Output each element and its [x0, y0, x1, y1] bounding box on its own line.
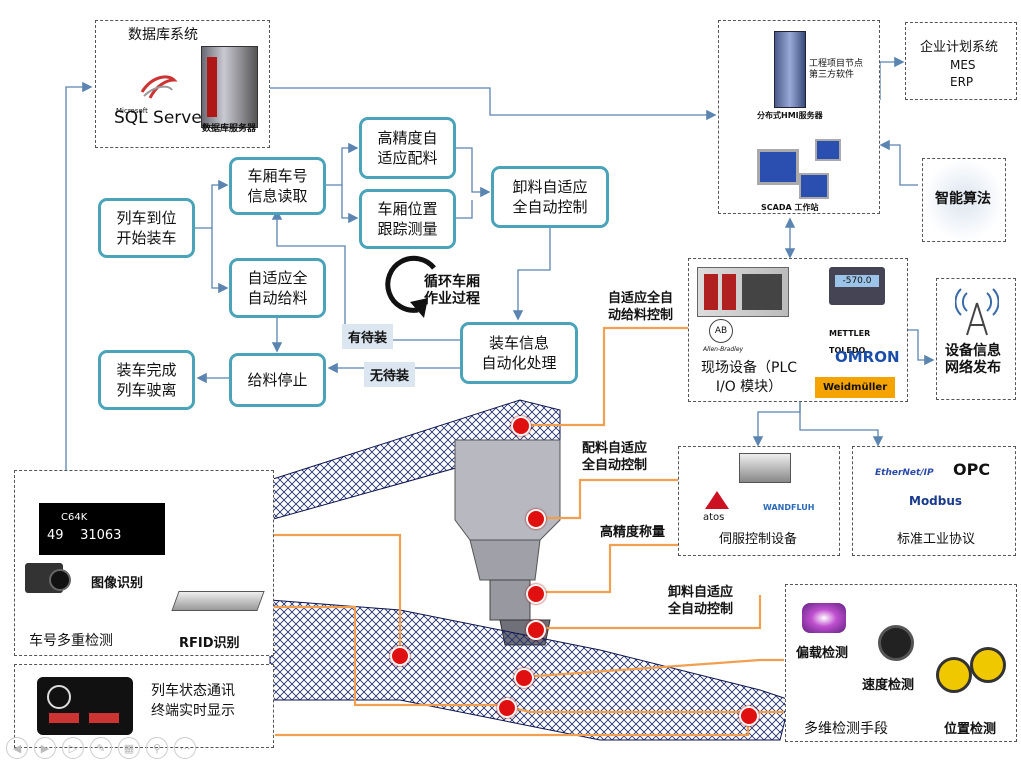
sql-server-logo-icon	[140, 75, 178, 99]
eccentric-point-marker	[514, 668, 534, 688]
pending-tag: 有待装	[342, 324, 394, 349]
weidmuller-label: Weidmüller	[815, 377, 896, 398]
callout-auto-feed: 自适应全自 动给料控制	[608, 291, 674, 323]
position-sensor-2-icon	[970, 647, 1006, 683]
plate-number-text: 49 31063	[47, 528, 122, 543]
smart-algorithm-label: 智能算法	[935, 191, 991, 207]
mettler-toledo-label: METTLER TOLEDO	[829, 329, 871, 355]
mes-label: MES	[950, 58, 976, 72]
grid-icon[interactable]: ▦	[118, 737, 140, 759]
speed-detect-label: 速度检测	[862, 678, 915, 693]
allen-bradley-logo-icon: AB	[709, 319, 733, 343]
position-detect-label: 位置检测	[944, 722, 997, 737]
car-number-title: 车号多重检测	[29, 633, 113, 649]
enterprise-system-title: 企业计划系统	[920, 40, 999, 55]
weigh-point-marker	[526, 584, 546, 604]
hmi-server-icon	[774, 31, 806, 108]
none-pending-tag: 无待装	[364, 362, 416, 387]
play-icon[interactable]: ▷	[62, 737, 84, 759]
sensors-title: 多维检测手段	[804, 721, 888, 737]
position-point-marker	[739, 706, 759, 726]
hmi-scada-panel: 工程项目节点 第三方软件 分布式HMI服务器 SCADA 工作站	[718, 20, 880, 214]
opc-label: OPC	[953, 460, 991, 479]
flow-loading-finish: 装车完成 列车驶离	[98, 350, 195, 410]
flow-read-car-number: 车厢车号 信息读取	[229, 157, 326, 215]
modbus-label: Modbus	[909, 494, 963, 508]
field-devices-title: 现场设备（PLC I/O 模块）	[701, 360, 798, 395]
database-system-title: 数据库系统	[128, 27, 198, 43]
speed-sensor-icon	[878, 625, 914, 661]
pen-icon[interactable]: ✎	[90, 737, 112, 759]
car-number-panel: C64K 49 31063 图像识别 RFID识别 车号多重检测	[14, 470, 274, 656]
prev-slide-icon[interactable]: ◀	[6, 737, 28, 759]
flow-precise-mix: 高精度自 适应配料	[359, 117, 456, 179]
callout-unload-control: 卸料自适应 全自动控制	[668, 585, 734, 617]
servo-devices-panel: atos WANDFLUH 伺服控制设备	[678, 446, 840, 556]
scada-label: SCADA 工作站	[761, 203, 819, 212]
database-server-label: 数据库服务器	[202, 124, 257, 134]
workstation-monitor-2-icon	[799, 173, 829, 199]
field-devices-panel: -570.0 AB Allen-Bradley METTLER TOLEDO O…	[688, 258, 908, 402]
unload-point-marker	[526, 620, 546, 640]
smart-algorithm-panel: 智能算法	[922, 158, 1006, 242]
antenna-icon	[955, 288, 999, 336]
ethernet-ip-label: EtherNet/IP	[875, 468, 934, 478]
enterprise-system-panel: 企业计划系统 MES ERP	[905, 22, 1017, 100]
flow-arrows	[65, 56, 935, 470]
network-release-label: 设备信息 网络发布	[945, 343, 1001, 376]
rfid-point-marker	[497, 698, 517, 718]
flow-feed-stop: 给料停止	[229, 353, 326, 407]
callout-weighing: 高精度称量	[600, 525, 666, 540]
database-server-icon	[201, 46, 258, 128]
flow-train-arrive: 列车到位 开始装车	[98, 198, 195, 258]
terminal-display: -570.0	[835, 275, 879, 287]
flow-unload-control: 卸料自适应 全自动控制	[491, 166, 609, 228]
image-recognition-label: 图像识别	[91, 576, 144, 591]
weighing-terminal-icon: -570.0	[829, 267, 885, 305]
rfid-recognition-label: RFID识别	[179, 636, 240, 651]
protocols-panel: EtherNet/IP OPC Modbus 标准工业协议	[852, 446, 1016, 556]
feed-point-marker	[511, 416, 531, 436]
cycle-arrow-icon	[385, 255, 436, 318]
hmi-server-label: 分布式HMI服务器	[757, 111, 823, 120]
workstation-monitor-icon	[815, 139, 841, 161]
tablet-icon	[37, 677, 133, 735]
protocols-title: 标准工业协议	[897, 532, 976, 547]
next-slide-icon[interactable]: ▶	[34, 737, 56, 759]
sensors-panel: 偏载检测 速度检测 位置检测 多维检测手段	[785, 584, 1017, 742]
car-plate-image: C64K 49 31063	[39, 503, 165, 555]
allen-bradley-label: Allen-Bradley	[703, 346, 744, 353]
eccentric-detect-label: 偏载检测	[796, 646, 849, 661]
terminal-label: 列车状态通讯 终端实时显示	[151, 683, 235, 719]
network-release-panel: 设备信息 网络发布	[936, 278, 1016, 400]
atos-logo-icon	[705, 491, 729, 509]
camera-icon	[25, 563, 71, 593]
atos-label: atos	[703, 512, 725, 523]
flow-info-processing: 装车信息 自动化处理	[460, 322, 578, 384]
flow-auto-feed: 自适应全 自动给料	[229, 258, 326, 318]
valve-block-icon	[739, 453, 791, 483]
mix-point-marker	[526, 509, 546, 529]
servo-devices-title: 伺服控制设备	[719, 532, 798, 547]
scada-monitor-icon	[757, 149, 799, 185]
third-party-label: 工程项目节点 第三方软件	[809, 59, 864, 80]
terminal-panel: 列车状态通讯 终端实时显示	[14, 664, 274, 748]
rfid-reader-icon	[171, 591, 265, 611]
database-system-panel: 数据库系统 Microsoft SQL Server 数据库服务器	[95, 20, 270, 148]
more-icon[interactable]: ⋯	[174, 737, 196, 759]
image-point-marker	[390, 646, 410, 666]
zoom-icon[interactable]: ⚲	[146, 737, 168, 759]
position-sensor-icon	[936, 657, 972, 693]
wandfluh-label: WANDFLUH	[763, 503, 815, 512]
sql-server-name: SQL Server	[114, 108, 209, 128]
sql-brand: Microsoft	[116, 107, 148, 115]
lidar-icon	[802, 603, 846, 633]
erp-label: ERP	[950, 75, 974, 89]
omron-label: OMRON	[835, 348, 900, 366]
plate-top-text: C64K	[61, 512, 88, 523]
cycle-process-label: 循环车厢 作业过程	[424, 274, 480, 307]
plc-rack-icon	[697, 267, 789, 317]
flow-car-tracking: 车厢位置 跟踪测量	[359, 189, 456, 249]
callout-mix-control: 配料自适应 全自动控制	[582, 441, 648, 473]
